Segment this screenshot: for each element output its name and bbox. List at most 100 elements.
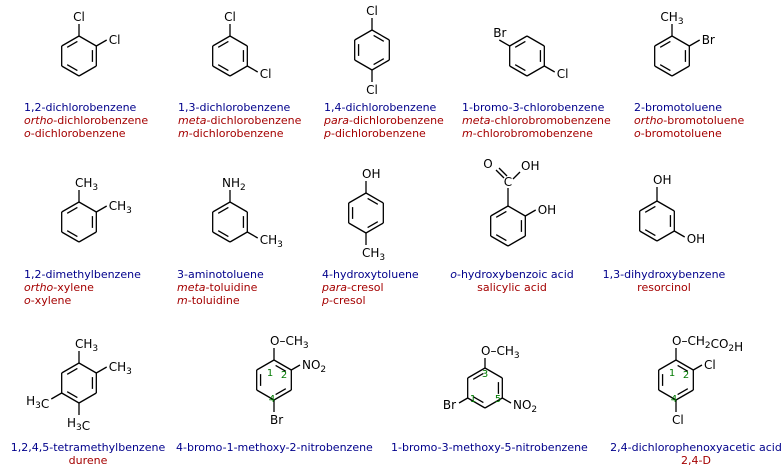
- atom-label: Br: [270, 413, 283, 427]
- bond: [514, 40, 526, 48]
- alt-name: para-cresol: [322, 281, 384, 294]
- bond: [654, 35, 673, 47]
- bond: [501, 397, 512, 404]
- bond: [275, 364, 287, 372]
- atom-label: OH: [362, 167, 380, 181]
- bond: [458, 397, 469, 404]
- atom-label: CH3: [660, 10, 683, 27]
- bond: [61, 65, 80, 77]
- atom-label: CH3: [362, 246, 385, 263]
- bond: [365, 192, 384, 204]
- systematic-name: 1,4-dichlorobenzene: [324, 101, 437, 114]
- ring-number: 4: [671, 394, 677, 405]
- caption-c4: 1-bromo-3-chlorobenzene meta-chlorobromo…: [462, 101, 611, 140]
- bond: [654, 65, 673, 77]
- bond: [671, 35, 690, 47]
- caption-c9: o-hydroxybenzoic acid salicylic acid: [450, 268, 574, 294]
- atom-label: Br: [493, 26, 506, 40]
- bond: [371, 29, 390, 41]
- bond: [229, 231, 248, 243]
- atom-label: O: [483, 157, 492, 171]
- bond: [212, 201, 231, 213]
- bond: [212, 65, 231, 77]
- ring-number: 1: [470, 394, 476, 405]
- atom-label: OH: [653, 173, 671, 187]
- atom-label: NH2: [222, 176, 246, 193]
- systematic-name: 1,3-dihydroxybenzene: [602, 268, 726, 281]
- systematic-name: 1-bromo-3-chlorobenzene: [462, 101, 605, 114]
- bond: [495, 234, 507, 242]
- bond: [348, 192, 367, 204]
- bond: [484, 367, 503, 379]
- atom-label: CH3: [260, 233, 283, 250]
- bond: [78, 231, 97, 243]
- bond: [677, 364, 689, 372]
- bond: [229, 201, 248, 213]
- bond: [656, 200, 675, 212]
- bond: [671, 65, 690, 77]
- bond: [66, 367, 78, 375]
- bond: [354, 29, 373, 41]
- bond: [639, 230, 658, 242]
- bond: [66, 230, 78, 238]
- bond: [543, 65, 556, 73]
- bond: [688, 39, 701, 47]
- bond: [290, 364, 301, 371]
- bond: [658, 359, 677, 371]
- bond: [66, 64, 78, 72]
- bond: [509, 65, 528, 77]
- atom-label: Cl: [109, 33, 121, 47]
- bond: [656, 230, 675, 242]
- bond: [246, 65, 259, 73]
- bond: [217, 230, 229, 238]
- bond: [78, 201, 97, 213]
- atom-label: H3C: [26, 394, 49, 411]
- caption-c3: 1,4-dichlorobenzene para-dichlorobenzene…: [324, 101, 444, 140]
- bond: [66, 391, 78, 399]
- ring-number: 3: [482, 369, 488, 380]
- bond: [95, 205, 108, 213]
- systematic-name: 1-bromo-3-methoxy-5-nitrobenzene: [391, 441, 588, 454]
- bond: [217, 64, 229, 72]
- systematic-name: 4-hydroxytoluene: [322, 268, 419, 281]
- bond: [472, 372, 484, 380]
- bond: [229, 35, 248, 47]
- bond: [373, 58, 385, 66]
- atom-label: Br: [702, 33, 715, 47]
- bond: [507, 205, 526, 217]
- alt-name: ortho-dichlorobenzene: [24, 114, 149, 127]
- systematic-name: 1,2-dichlorobenzene: [24, 101, 137, 114]
- bond: [490, 205, 509, 217]
- bond: [526, 35, 545, 47]
- bond: [509, 35, 528, 47]
- alt-name: m-chlorobromobenzene: [462, 127, 593, 140]
- bond: [373, 34, 385, 42]
- common-name: salicylic acid: [477, 281, 547, 294]
- atom-label: Cl: [366, 4, 378, 18]
- systematic-name: 1,3-dichlorobenzene: [178, 101, 291, 114]
- bond: [61, 362, 80, 374]
- bond: [498, 167, 508, 177]
- bond: [78, 65, 97, 77]
- caption-c6: 1,2-dimethylbenzene ortho-xylene o-xylen…: [24, 268, 141, 307]
- caption-c2: 1,3-dichlorobenzene meta-dichlorobenzene…: [178, 101, 301, 140]
- bond: [498, 39, 511, 47]
- atom-label: NO2: [302, 358, 326, 375]
- bond: [66, 40, 78, 48]
- alt-name: p-dichlorobenzene: [324, 127, 426, 140]
- systematic-name: 4-bromo-1-methoxy-2-nitrobenzene: [176, 441, 373, 454]
- bond: [246, 231, 259, 239]
- bond: [371, 59, 390, 71]
- caption-c13: 1-bromo-3-methoxy-5-nitrobenzene: [391, 441, 588, 454]
- atom-label: O–CH3: [481, 344, 520, 361]
- atom-label: Br: [443, 398, 456, 412]
